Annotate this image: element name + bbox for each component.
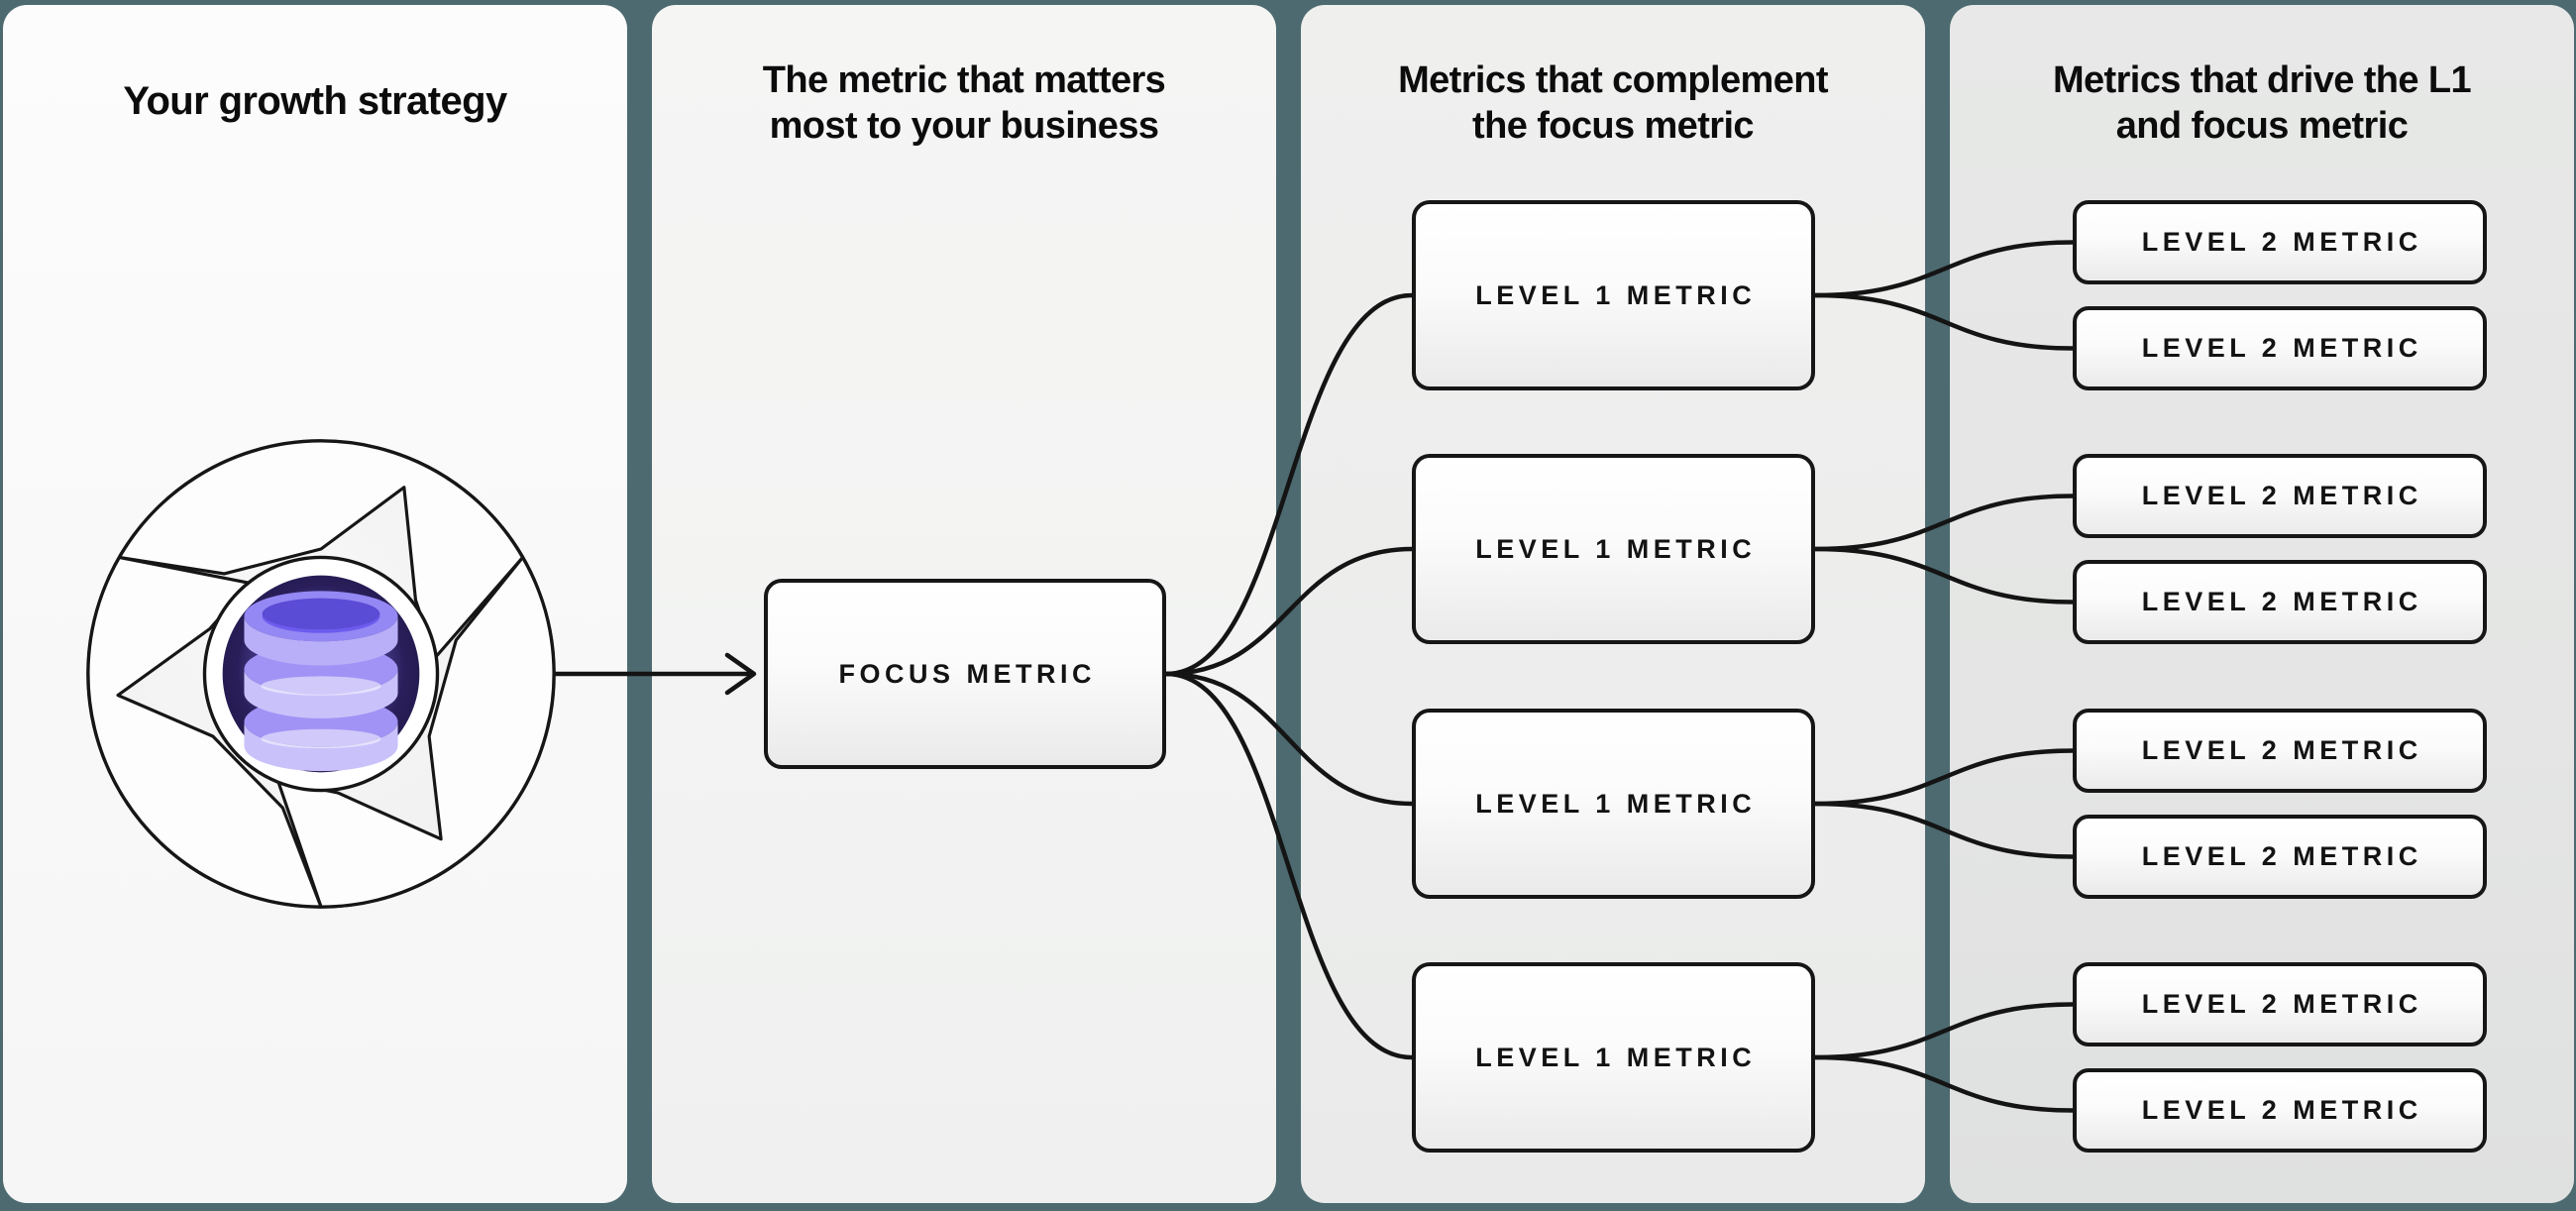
level2-metric-box: LEVEL 2 METRIC (2073, 306, 2487, 390)
panel-title: Your growth strategy (123, 79, 507, 123)
level2-metric-box: LEVEL 2 METRIC (2073, 200, 2487, 284)
pinwheel-blades (86, 439, 556, 909)
level2-metric-box: LEVEL 2 METRIC (2073, 454, 2487, 538)
level2-metric-label: LEVEL 2 METRIC (2141, 333, 2422, 363)
panel-title: The metric that matters most to your bus… (762, 59, 1166, 147)
level2-metric-label: LEVEL 2 METRIC (2141, 227, 2422, 257)
level2-metric-label: LEVEL 2 METRIC (2141, 1095, 2422, 1125)
focus-metric-box: FOCUS METRIC (764, 579, 1166, 769)
level2-metric-box: LEVEL 2 METRIC (2073, 962, 2487, 1046)
focus-metric-label: FOCUS METRIC (838, 658, 1096, 689)
level2-metric-box: LEVEL 2 METRIC (2073, 815, 2487, 899)
level2-metric-box: LEVEL 2 METRIC (2073, 709, 2487, 793)
level2-metric-label: LEVEL 2 METRIC (2141, 587, 2422, 616)
level1-metric-label: LEVEL 1 METRIC (1475, 1042, 1757, 1072)
level2-metric-label: LEVEL 2 METRIC (2141, 841, 2422, 871)
level1-metric-box: LEVEL 1 METRIC (1412, 200, 1815, 390)
panel-title: Metrics that drive the L1 and focus metr… (2052, 59, 2472, 147)
level2-metric-box: LEVEL 2 METRIC (2073, 560, 2487, 644)
level1-metric-label: LEVEL 1 METRIC (1475, 279, 1757, 310)
level2-metric-label: LEVEL 2 METRIC (2141, 735, 2422, 765)
level1-metric-label: LEVEL 1 METRIC (1475, 533, 1757, 564)
level2-metric-box: LEVEL 2 METRIC (2073, 1068, 2487, 1153)
level1-metric-box: LEVEL 1 METRIC (1412, 709, 1815, 899)
level1-metric-box: LEVEL 1 METRIC (1412, 454, 1815, 644)
level1-metric-box: LEVEL 1 METRIC (1412, 962, 1815, 1153)
level2-metric-label: LEVEL 2 METRIC (2141, 481, 2422, 510)
panel-title: Metrics that complement the focus metric (1398, 59, 1828, 147)
growth-loop-icon (86, 439, 556, 909)
level1-metric-label: LEVEL 1 METRIC (1475, 788, 1757, 819)
database-icon (244, 591, 398, 772)
level2-metric-label: LEVEL 2 METRIC (2141, 989, 2422, 1019)
